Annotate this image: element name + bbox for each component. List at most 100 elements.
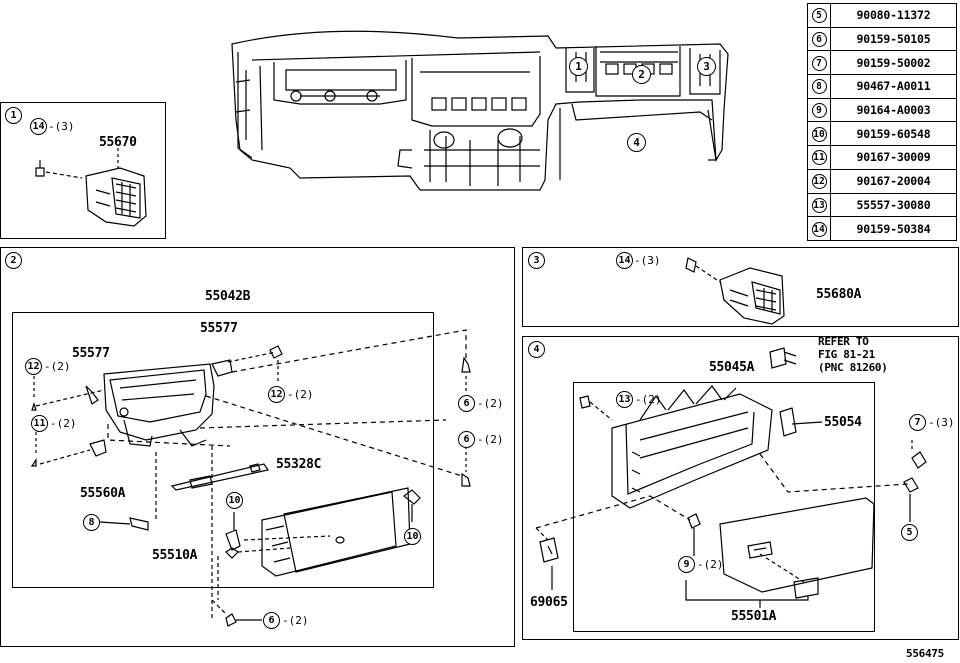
main-callout-1: 1 xyxy=(569,57,588,76)
part-label-55670: 55670 xyxy=(99,135,137,150)
parts-table-ref-cell: 14 xyxy=(807,216,831,241)
parts-table-ref-cell: 9 xyxy=(807,97,831,123)
part-label-55510A: 55510A xyxy=(152,548,198,563)
callout-7: 7 xyxy=(909,414,926,431)
section4-number: 4 xyxy=(528,341,545,358)
parts-table-ref-callout: 10 xyxy=(811,126,827,142)
parts-table-part-number: 55557-30080 xyxy=(830,192,957,218)
parts-table-ref-cell: 13 xyxy=(807,192,831,218)
callout-11: 11 xyxy=(31,415,48,432)
parts-table-part-number: 90080-11372 xyxy=(830,3,957,28)
parts-table-ref-cell: 11 xyxy=(807,145,831,170)
parts-table-ref-cell: 10 xyxy=(807,121,831,147)
refer-line-3: (PNC 81260) xyxy=(818,361,888,374)
refer-line-1: REFER TO xyxy=(818,335,869,348)
part-label-55560A: 55560A xyxy=(80,486,126,501)
part-label-55577-top: 55577 xyxy=(200,321,238,336)
parts-table-part-number: 90167-30009 xyxy=(830,145,957,170)
section3-screw-qty: -(3) xyxy=(634,254,661,267)
parts-table-ref-cell: 8 xyxy=(807,74,831,99)
section4-box xyxy=(522,336,959,640)
qty-7: -(3) xyxy=(928,416,955,429)
section3-box xyxy=(522,247,959,327)
parts-table-ref-cell: 7 xyxy=(807,50,831,76)
callout-6-bottom: 6 xyxy=(263,612,280,629)
parts-table-ref-cell: 12 xyxy=(807,168,831,194)
section3-drawing xyxy=(685,257,785,325)
section1-drawing xyxy=(35,148,147,227)
parts-table-part-number: 90467-A0011 xyxy=(830,74,957,99)
callout-10-left: 10 xyxy=(226,492,243,509)
section2-number: 2 xyxy=(5,252,22,269)
part-label-55054: 55054 xyxy=(824,415,862,430)
assembly-label-55045A: 55045A xyxy=(709,360,755,375)
callout-8: 8 xyxy=(83,514,100,531)
parts-table-ref-callout: 6 xyxy=(811,32,827,48)
main-callout-3: 3 xyxy=(697,57,716,76)
section2-inner-box xyxy=(12,312,434,588)
parts-table-ref-callout: 12 xyxy=(811,174,827,190)
section1-number: 1 xyxy=(5,107,22,124)
part-label-69065: 69065 xyxy=(530,595,568,610)
callout-6-middle: 6 xyxy=(458,431,475,448)
section4-drawing xyxy=(535,347,927,608)
section2-drawing xyxy=(30,329,471,627)
callout-12-right: 12 xyxy=(268,386,285,403)
callout-12-left: 12 xyxy=(25,358,42,375)
parts-table-ref-callout: 14 xyxy=(811,221,827,237)
callout-10-right: 10 xyxy=(404,528,421,545)
dashboard-frame-drawing xyxy=(231,30,729,191)
parts-table-ref-callout: 9 xyxy=(811,103,827,119)
parts-table-ref-callout: 13 xyxy=(811,197,827,213)
parts-table-part-number: 90159-50002 xyxy=(830,50,957,76)
refer-line-2: FIG 81-21 xyxy=(818,348,875,361)
parts-table-ref-cell: 5 xyxy=(807,3,831,28)
parts-table-part-number: 90159-50384 xyxy=(830,216,957,241)
callout-13: 13 xyxy=(616,391,633,408)
callout-9: 9 xyxy=(678,556,695,573)
parts-table-ref-callout: 7 xyxy=(811,55,827,71)
parts-table-part-number: 90159-60548 xyxy=(830,121,957,147)
parts-table-ref-cell: 6 xyxy=(807,26,831,52)
qty-6-bottom: -(2) xyxy=(282,614,309,627)
section4-inner-box xyxy=(573,382,875,632)
main-callout-2: 2 xyxy=(632,65,651,84)
callout-6-upper: 6 xyxy=(458,395,475,412)
parts-table-ref-callout: 5 xyxy=(811,8,827,24)
part-label-55577-left: 55577 xyxy=(72,346,110,361)
section3-screw-callout: 14 xyxy=(616,252,633,269)
qty-12-right: -(2) xyxy=(287,388,314,401)
parts-table-ref-callout: 11 xyxy=(811,150,827,166)
qty-11: -(2) xyxy=(50,417,77,430)
section2-box xyxy=(0,247,515,647)
section1-screw-callout: 14 xyxy=(30,118,47,135)
qty-6-middle: -(2) xyxy=(477,433,504,446)
parts-table-part-number: 90159-50105 xyxy=(830,26,957,52)
qty-6-upper: -(2) xyxy=(477,397,504,410)
qty-12-left: -(2) xyxy=(44,360,71,373)
parts-table-part-number: 90164-A0003 xyxy=(830,97,957,123)
section3-number: 3 xyxy=(528,252,545,269)
qty-9: -(2) xyxy=(697,558,724,571)
qty-13: -(2) xyxy=(635,393,662,406)
assembly-label-55042B: 55042B xyxy=(205,289,251,304)
main-callout-4: 4 xyxy=(627,133,646,152)
callout-5: 5 xyxy=(901,524,918,541)
parts-table-ref-callout: 8 xyxy=(811,79,827,95)
figure-number: 556475 xyxy=(906,647,944,660)
part-label-55501A: 55501A xyxy=(731,609,777,624)
part-label-55328C: 55328C xyxy=(276,457,322,472)
part-label-55680A: 55680A xyxy=(816,287,862,302)
